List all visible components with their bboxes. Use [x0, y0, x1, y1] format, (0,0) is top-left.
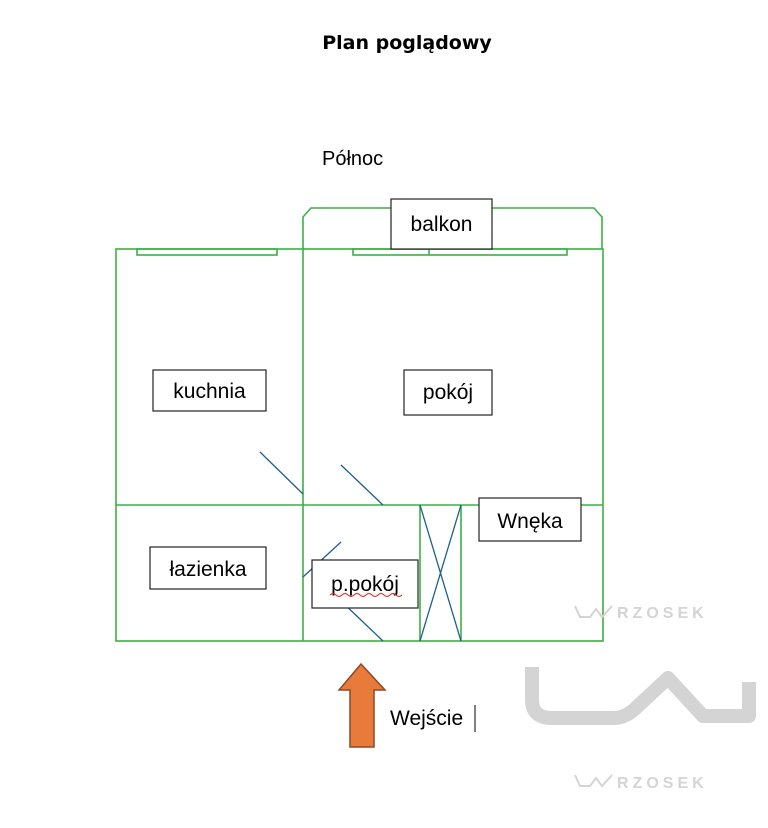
watermark-small-top: RZOSEK [574, 605, 708, 622]
closet-cross-b [419, 504, 462, 642]
room-label-przedpokoj: p.pokój [311, 559, 419, 609]
entrance-label: Wejście [390, 707, 463, 730]
room-label-balkon: balkon [390, 198, 493, 250]
watermark-logo-icon [525, 667, 756, 725]
room-label-kuchnia: kuchnia [152, 369, 267, 412]
plan-title: Plan poglądowy [322, 32, 492, 54]
room-label-pokoj: pokój [403, 369, 493, 416]
door-room [340, 464, 384, 506]
svg-text:RZOSEK: RZOSEK [617, 775, 708, 792]
svg-text:balkon: balkon [411, 213, 473, 236]
entrance-arrow-icon [337, 662, 387, 748]
door-kitchen [259, 451, 304, 495]
svg-text:Wnęka: Wnęka [497, 510, 563, 533]
north-label: Północ [322, 148, 383, 170]
svg-text:łazienka: łazienka [169, 558, 246, 581]
windows [136, 248, 568, 256]
spellcheck-underline [329, 593, 403, 597]
watermark-small-bottom: RZOSEK [574, 774, 708, 792]
window-kitchen [136, 248, 278, 256]
svg-text:pokój: pokój [423, 381, 473, 404]
svg-text:p.pokój: p.pokój [331, 573, 399, 596]
doors [259, 451, 462, 642]
svg-text:RZOSEK: RZOSEK [617, 605, 708, 622]
room-label-wneka: Wnęka [478, 497, 582, 542]
window-room [352, 248, 568, 256]
svg-text:kuchnia: kuchnia [173, 380, 246, 403]
room-label-lazienka: łazienka [149, 546, 267, 590]
